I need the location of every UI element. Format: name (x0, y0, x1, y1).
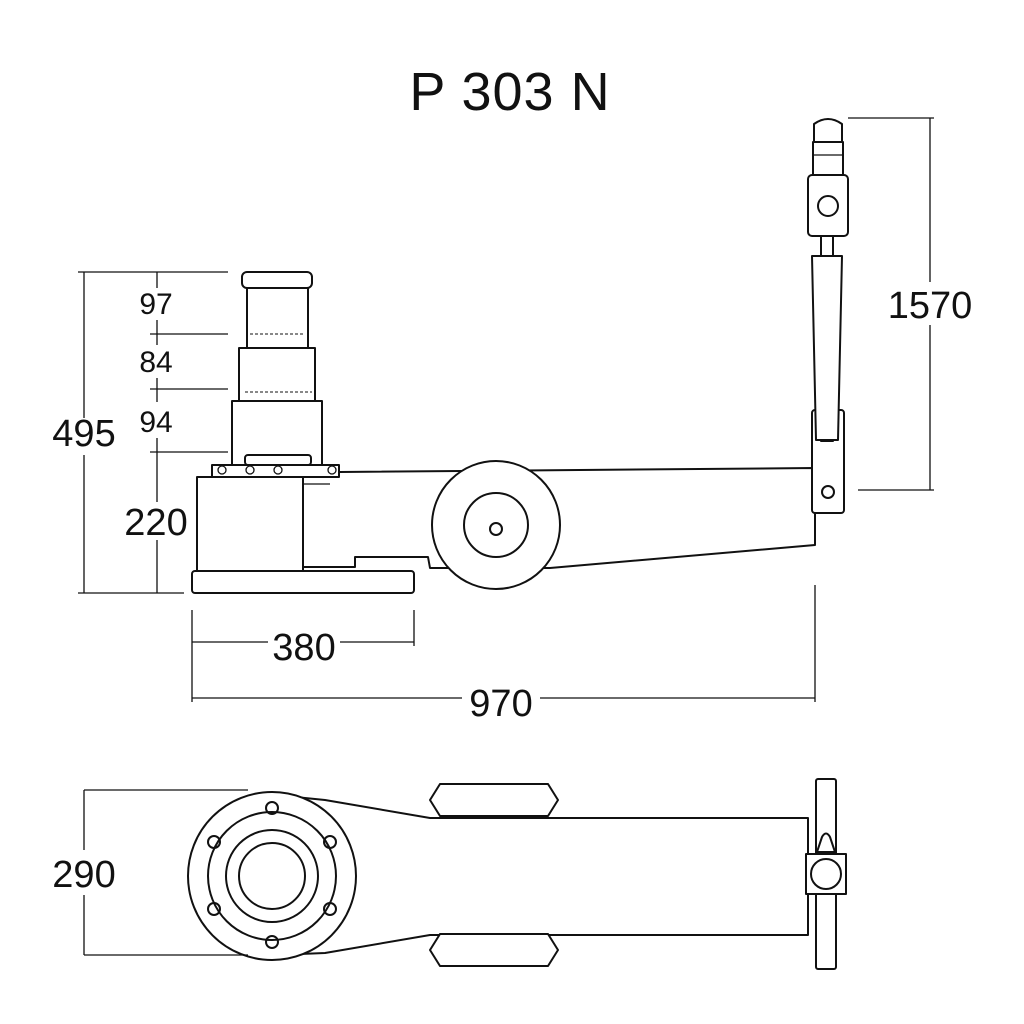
handle (807, 118, 849, 514)
handle-top-view (805, 778, 847, 970)
dimension-lines-side (78, 117, 934, 702)
dim-base-length: 380 (272, 627, 335, 669)
lower-body (196, 476, 304, 572)
dim-stroke-3: 94 (139, 406, 172, 439)
wheel-top-upper (429, 783, 559, 817)
side-view: 97 84 94 495 220 380 970 1570 (52, 117, 973, 725)
dim-handle-height: 1570 (888, 285, 973, 327)
top-view: 290 (52, 778, 847, 970)
ram-stage-3 (246, 286, 309, 349)
base-plate-round (187, 791, 357, 961)
base-foot-plate (191, 570, 415, 594)
dim-stroke-1: 97 (139, 288, 172, 321)
dim-min-height: 220 (124, 502, 187, 544)
dim-width: 290 (52, 854, 115, 896)
flange-bolts (207, 801, 337, 949)
saddle (241, 271, 313, 289)
ram-stage-2 (238, 347, 316, 402)
dim-stroke-2: 84 (139, 346, 172, 379)
wheel-outer (431, 460, 561, 590)
drawing-title: P 303 N (409, 62, 610, 122)
dim-overall-length: 970 (469, 683, 532, 725)
wheel-hub (463, 492, 529, 558)
wheel-top-lower (429, 933, 559, 967)
dim-total-height: 495 (52, 413, 115, 455)
